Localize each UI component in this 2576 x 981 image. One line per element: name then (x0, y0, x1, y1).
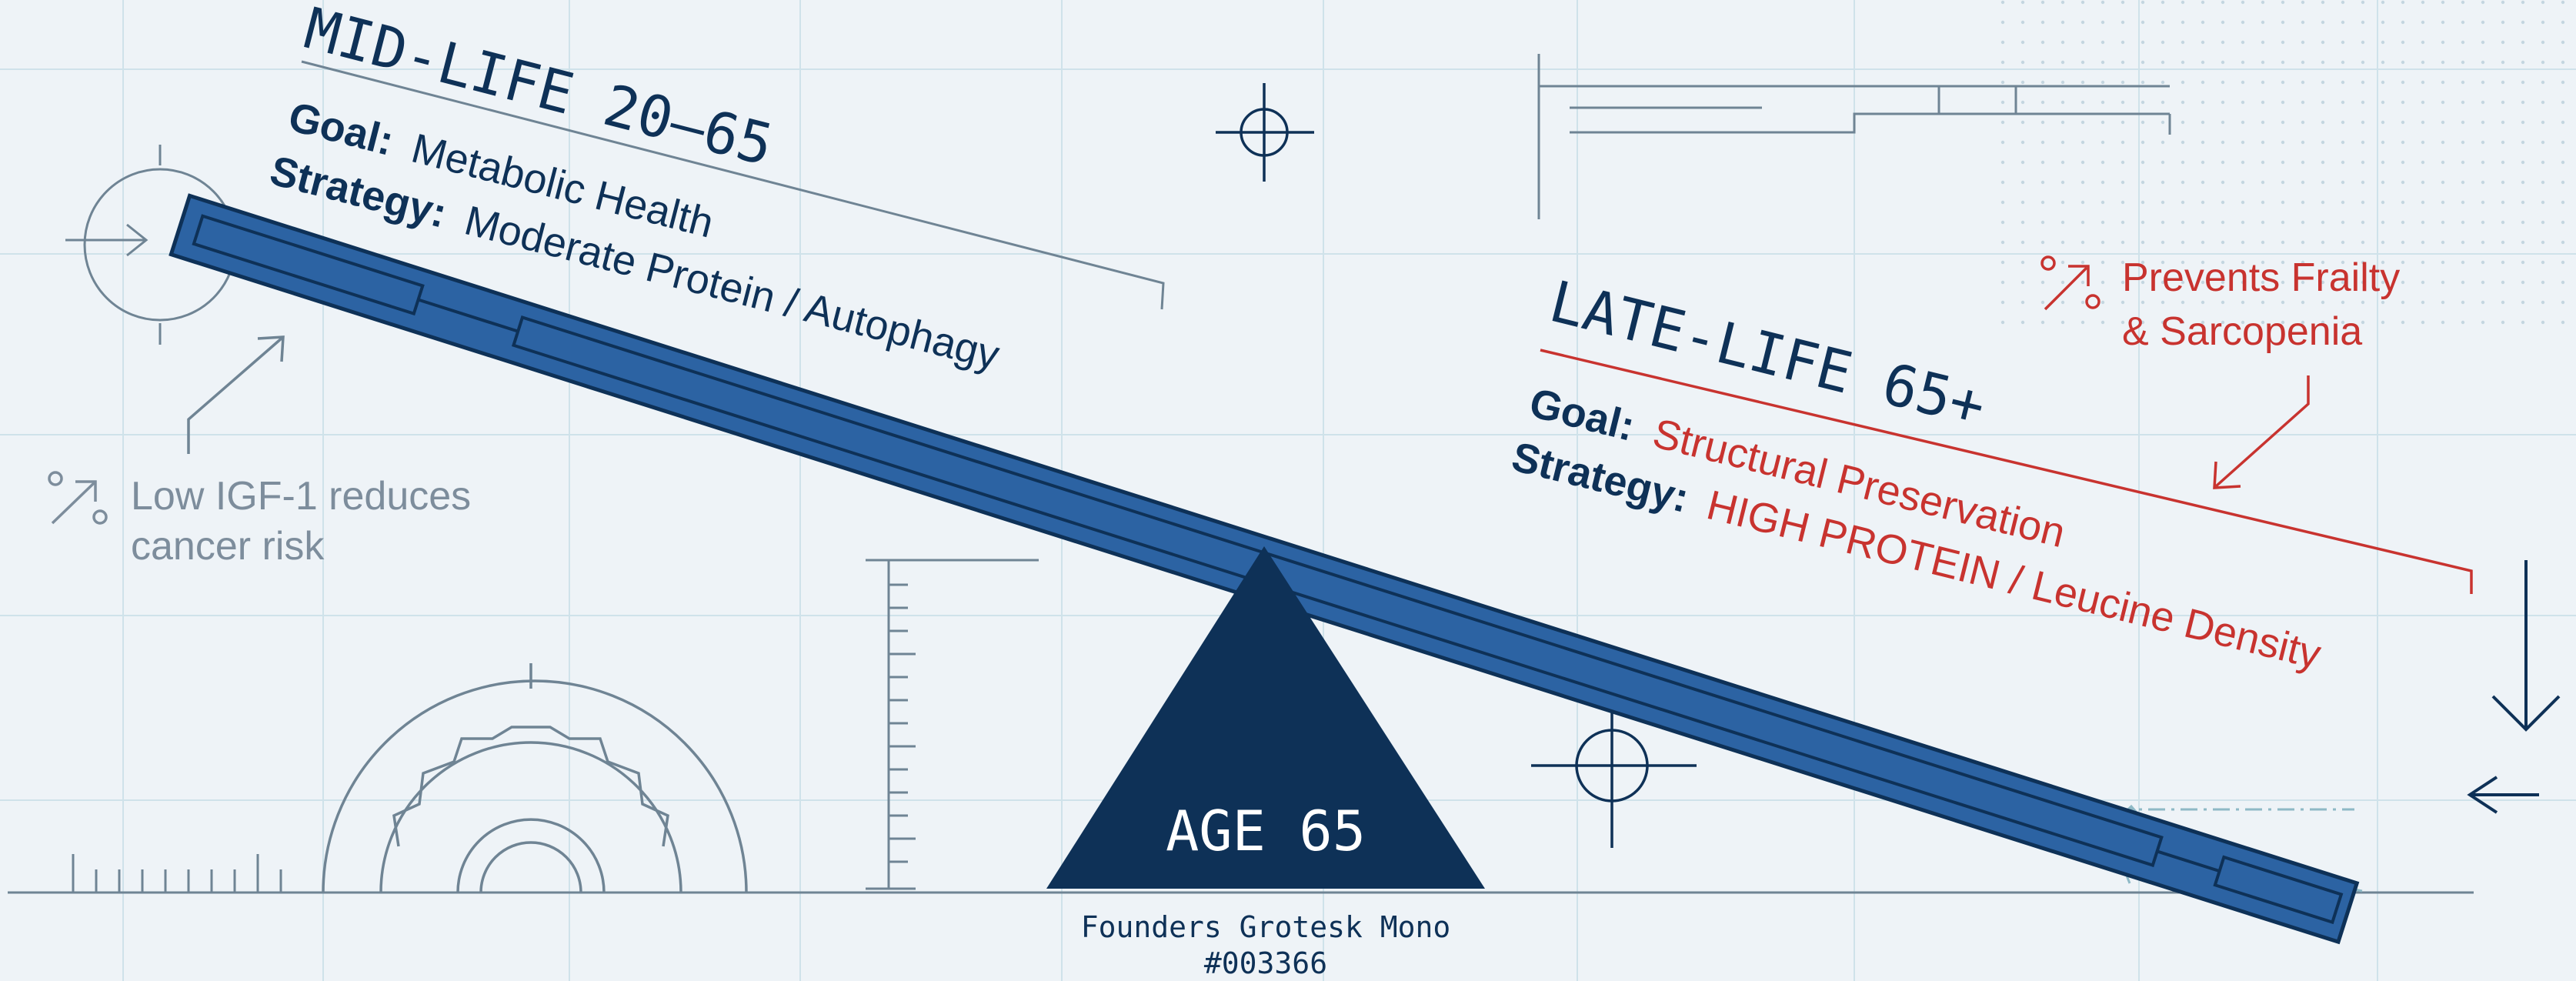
frailty-callout-line1: Prevents Frailty (2122, 255, 2400, 300)
late-life-underline (1540, 349, 2473, 594)
blueprint-lines (1537, 54, 2171, 219)
fulcrum-triangle (1046, 546, 1485, 889)
crosshair-icon (1216, 83, 1314, 182)
footer-color-code: #003366 (1204, 946, 1327, 980)
igf-arrow (187, 335, 285, 454)
igf-callout-line1: Low IGF-1 reduces (131, 474, 471, 519)
link-arrow-icon (2040, 255, 2101, 311)
down-arrow-icon (2491, 560, 2561, 732)
vertical-ruler (866, 559, 1039, 890)
frailty-callout-line2: & Sarcopenia (2122, 309, 2362, 354)
left-arrow-icon (2467, 776, 2539, 814)
dot-pattern (1985, 0, 2576, 331)
frailty-arrow (2213, 375, 2310, 489)
footer-font-name: Founders Grotesk Mono (1081, 910, 1450, 944)
gear-icon (322, 663, 748, 893)
fulcrum-label: AGE 65 (1166, 799, 1366, 863)
igf-callout-line2: cancer risk (131, 524, 325, 569)
mid-life-underline (301, 60, 1165, 310)
ground-line (8, 854, 2474, 894)
late-life-strategy: Strategy: HIGH PROTEIN / Leucine Density (1507, 433, 2325, 678)
link-arrow-icon (48, 471, 108, 525)
